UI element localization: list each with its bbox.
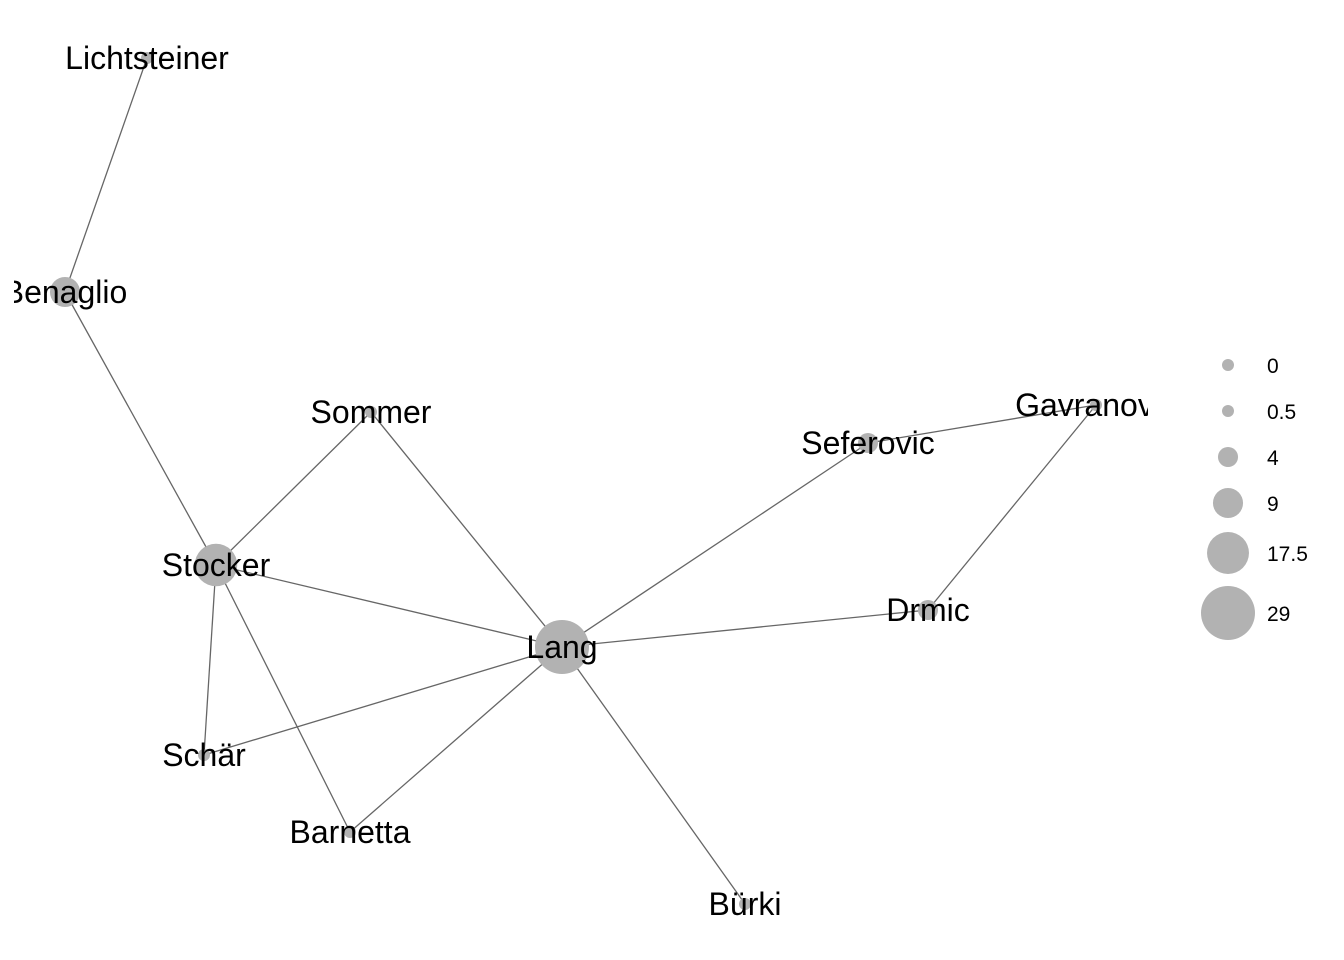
node-label-sommer: Sommer <box>311 394 432 430</box>
legend-label-9: 9 <box>1267 493 1279 516</box>
node-label-benaglio: Benaglio <box>3 274 128 310</box>
node-drmic[interactable] <box>917 599 939 621</box>
edge-gavranovic-drmic <box>927 404 1097 611</box>
node-label-stocker: Stocker <box>162 547 271 583</box>
legend-label-4: 4 <box>1267 447 1279 470</box>
node-label-drmic: Drmic <box>886 592 970 628</box>
legend-label-17-5: 17.5 <box>1267 543 1308 566</box>
node-burki[interactable] <box>739 898 751 910</box>
node-label-lang: Lang <box>526 629 597 665</box>
edge-benaglio-stocker <box>64 291 217 566</box>
edge-stocker-schar <box>203 564 217 756</box>
legend-label-29: 29 <box>1267 603 1290 626</box>
node-label-burki: Bürki <box>709 886 782 922</box>
edge-seferovic-gavranovic <box>867 404 1097 444</box>
node-benaglio[interactable] <box>49 276 81 308</box>
node-seferovic[interactable] <box>857 432 879 454</box>
edge-sommer-lang <box>370 411 563 648</box>
node-lang[interactable] <box>535 620 589 674</box>
edge-lang-schar <box>203 646 563 756</box>
nodes-layer <box>49 52 1102 910</box>
size-legend: 0 0.5 4 9 17.5 29 <box>1201 355 1308 640</box>
edge-sommer-stocker <box>215 411 372 566</box>
legend-label-0-5: 0.5 <box>1267 401 1296 424</box>
node-sommer[interactable] <box>365 406 377 418</box>
legend-key-29 <box>1201 586 1255 640</box>
node-label-seferovic: Seferovic <box>801 425 934 461</box>
edge-lang-drmic <box>561 609 929 648</box>
legend-key-9 <box>1212 487 1244 519</box>
edge-lichtsteiner-benaglio <box>64 57 148 293</box>
legend-key-0-5 <box>1222 405 1234 417</box>
legend-key-17-5 <box>1207 532 1249 574</box>
node-label-gavranovic: Gavranovic <box>1015 387 1177 423</box>
node-label-barnetta: Barnetta <box>290 814 411 850</box>
node-lichtsteiner[interactable] <box>141 52 153 64</box>
edges-layer <box>64 57 1097 905</box>
legend-key-4 <box>1217 446 1239 468</box>
node-schar[interactable] <box>198 749 210 761</box>
node-label-lichtsteiner: Lichtsteiner <box>65 40 229 76</box>
edge-lang-burki <box>561 646 746 905</box>
edge-lang-seferovic <box>561 442 869 648</box>
edge-stocker-lang <box>215 564 563 648</box>
node-label-schar: Schär <box>162 737 246 773</box>
node-barnetta[interactable] <box>344 826 356 838</box>
edge-stocker-barnetta <box>215 564 351 833</box>
node-stocker[interactable] <box>194 543 238 587</box>
edge-lang-barnetta <box>349 646 563 833</box>
legend-label-0: 0 <box>1267 355 1279 378</box>
legend-key-0 <box>1222 359 1234 371</box>
node-gavranovic[interactable] <box>1090 399 1102 411</box>
